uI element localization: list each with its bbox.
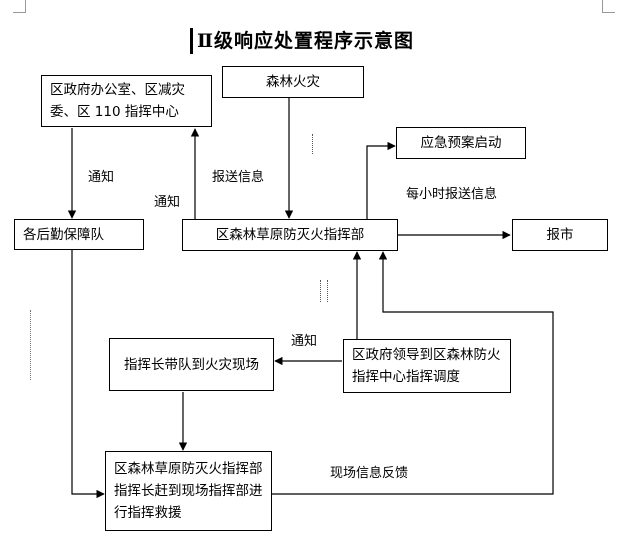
arrow-field-feedback	[272, 251, 554, 495]
node-commander-lead: 指挥长带队到火灾现场	[109, 338, 274, 391]
label-notify-logistics: 通知	[88, 170, 115, 185]
node-report-city-label: 报市	[546, 227, 574, 243]
label-notify-commander: 通知	[291, 334, 318, 349]
label-field-feedback: 现场信息反馈	[330, 466, 409, 481]
node-logistics: 各后勤保障队	[14, 219, 144, 250]
page-corner-mark-right	[602, 0, 615, 13]
page-corner-mark-left	[13, 0, 26, 13]
node-forest-fire: 森林火灾	[222, 66, 364, 98]
node-district-office-label: 区政府办公室、区减灾委、区 110 指挥中心	[50, 82, 185, 120]
arrow-hq-to-plan	[366, 141, 396, 219]
node-district-leader: 区政府领导到区森林防火指挥中心指挥调度	[343, 339, 511, 393]
node-district-office: 区政府办公室、区减灾委、区 110 指挥中心	[41, 75, 212, 127]
node-district-leader-label: 区政府领导到区森林防火指挥中心指挥调度	[352, 347, 501, 385]
label-hourly-report: 每小时报送信息	[406, 187, 498, 202]
label-report-info: 报送信息	[212, 170, 265, 185]
clipped-text-fragment	[30, 310, 36, 380]
label-notify-up: 通知	[154, 195, 181, 210]
node-commander-lead-label: 指挥长带队到火灾现场	[124, 356, 259, 373]
node-emergency-plan-label: 应急预案启动	[420, 135, 502, 151]
node-logistics-label: 各后勤保障队	[23, 226, 104, 243]
node-forest-fire-label: 森林火灾	[266, 74, 320, 90]
node-field-command-label: 区森林草原防灭火指挥部指挥长赶到现场指挥部进行指挥救援	[114, 461, 263, 521]
clipped-text-fragment	[312, 134, 317, 154]
node-emergency-plan: 应急预案启动	[396, 127, 526, 159]
node-report-city: 报市	[512, 219, 608, 251]
node-command-hq: 区森林草原防灭火指挥部	[182, 219, 398, 251]
node-field-command: 区森林草原防灭火指挥部指挥长赶到现场指挥部进行指挥救援	[105, 451, 272, 531]
node-command-hq-label: 区森林草原防灭火指挥部	[215, 227, 365, 243]
diagram-title: Ⅱ级响应处置程序示意图	[190, 28, 414, 54]
clipped-text-fragment	[320, 280, 328, 302]
arrow-logistics-to-field	[71, 250, 105, 499]
